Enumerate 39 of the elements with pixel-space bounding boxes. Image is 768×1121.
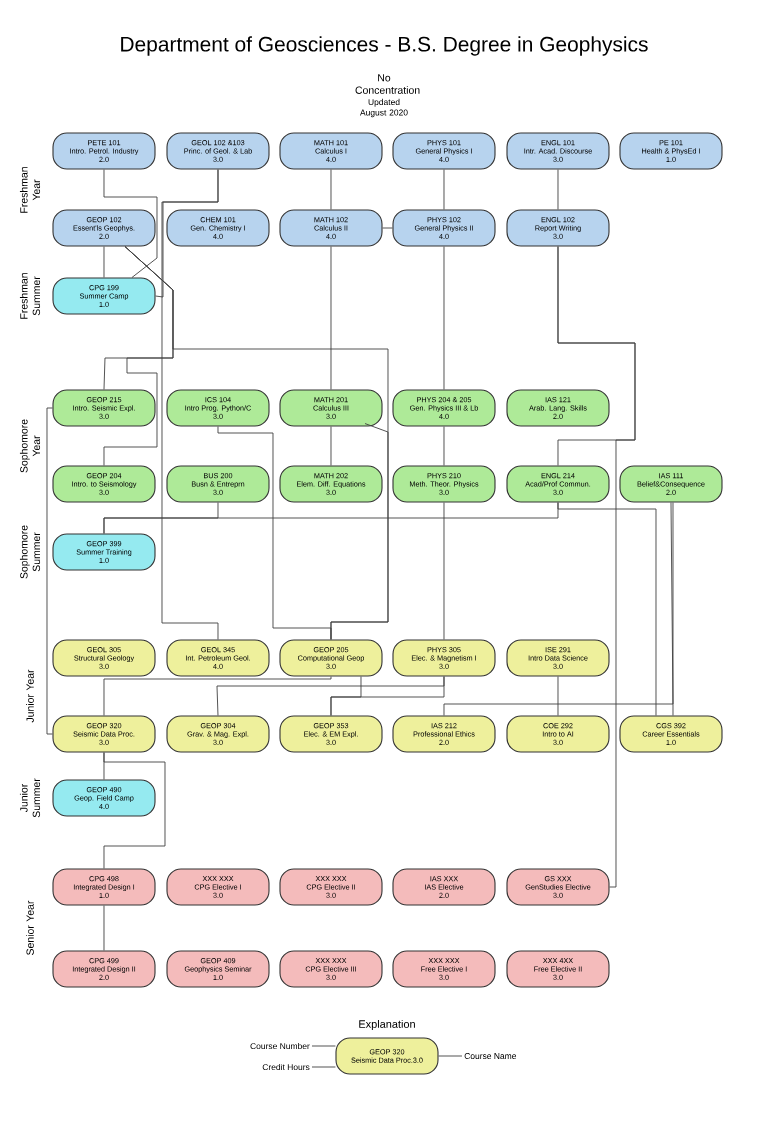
section-label: Freshman Summer <box>19 273 41 319</box>
callout-text: Course Name <box>464 1053 517 1059</box>
leader-line <box>438 1055 463 1057</box>
prerequisite-line <box>443 426 445 466</box>
prerequisite-line <box>103 169 158 278</box>
prerequisite-line <box>330 169 332 210</box>
section-label: Junior Summer <box>19 778 41 818</box>
title: Department of Geosciences - B.S. Degree in Geophysics <box>121 36 648 56</box>
section-label: Freshman Year <box>19 167 41 213</box>
prerequisite-line <box>443 502 445 640</box>
prerequisite-line <box>557 169 559 210</box>
prerequisite-line <box>443 502 674 716</box>
prerequisite-line <box>443 169 445 210</box>
prerequisite-line <box>103 905 105 951</box>
prerequisite-line <box>103 752 166 869</box>
prerequisite-line <box>330 426 332 466</box>
section-label: Junior Year <box>26 669 34 723</box>
prerequisite-line <box>557 676 559 716</box>
prerequisite-line <box>382 227 393 229</box>
prerequisite-line <box>103 676 332 716</box>
prerequisite-line <box>557 246 636 888</box>
prerequisite-line <box>330 246 332 390</box>
prerequisite-line <box>672 502 674 716</box>
leader-line <box>311 1066 336 1068</box>
leader-line <box>311 1045 336 1047</box>
prerequisite-line <box>161 169 219 640</box>
subtitle: Updated August 2020 <box>360 98 408 118</box>
prerequisite-line <box>557 502 657 716</box>
prerequisite-line <box>46 407 53 735</box>
prerequisite-line <box>103 246 105 278</box>
section-label: Sophomore Year <box>19 419 41 473</box>
callout-text: Course Number <box>250 1042 310 1050</box>
callout-text: Credit Hours <box>262 1063 310 1071</box>
section-label: Senior Year <box>26 900 34 955</box>
prerequisite-line <box>330 423 389 640</box>
subtitle: No Concentration <box>355 74 420 94</box>
section-label: Sophomore Summer <box>19 525 41 579</box>
prerequisite-line <box>443 246 445 390</box>
prerequisite-line <box>330 676 362 716</box>
